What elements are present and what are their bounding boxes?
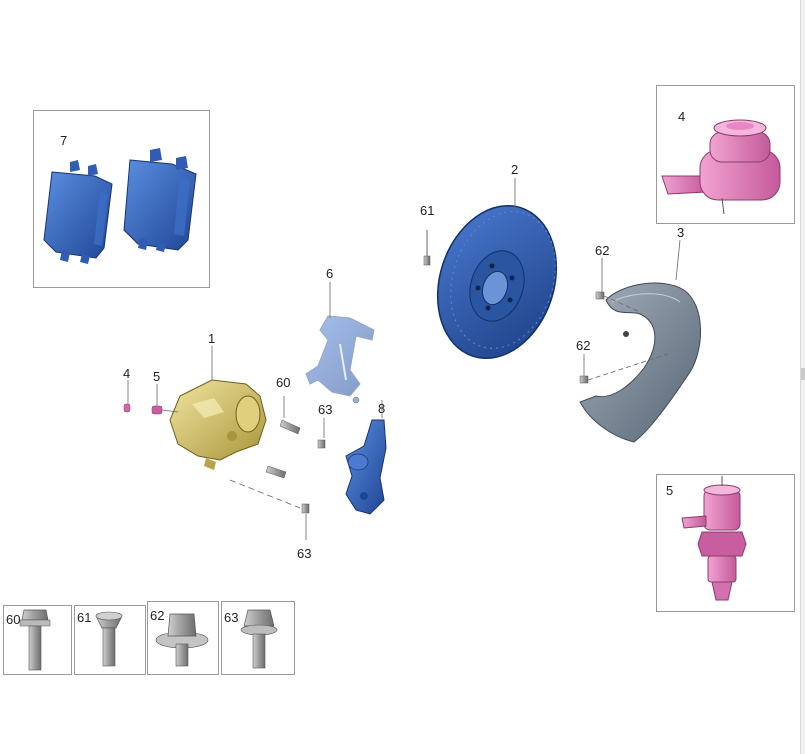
caliper-bracket-part xyxy=(305,315,375,404)
fastener-63-label: 63 xyxy=(224,610,239,625)
cap5-inset-frame xyxy=(656,474,795,612)
caliper-part xyxy=(169,379,267,470)
fastener-62-drawing xyxy=(155,613,209,667)
cap4-inset-frame xyxy=(656,85,795,224)
fastener-63-frame xyxy=(221,601,295,675)
bolt-61-part xyxy=(423,230,431,266)
fastener-61-label: 61 xyxy=(77,610,92,625)
callout-8: 8 xyxy=(378,401,386,416)
callout-5: 5 xyxy=(153,369,161,384)
small-cap-4 xyxy=(123,403,131,413)
callout-62-upper: 62 xyxy=(595,243,610,258)
callout-6: 6 xyxy=(326,266,334,281)
fastener-60-label: 60 xyxy=(6,612,21,627)
pads-inset-frame xyxy=(33,110,210,288)
cap-part-5 xyxy=(681,476,747,601)
scrollbar-grip[interactable] xyxy=(801,368,805,380)
pads-inset-label: 7 xyxy=(60,133,68,148)
bolt-60-part xyxy=(279,396,301,435)
assembly-line xyxy=(229,479,301,509)
callout-63-lower: 63 xyxy=(297,546,312,561)
cap-part-4 xyxy=(661,119,781,215)
callout-60: 60 xyxy=(276,375,291,390)
fastener-63-drawing xyxy=(240,609,278,669)
callout-1: 1 xyxy=(208,331,216,346)
dust-shield-part xyxy=(579,282,701,443)
fastener-61-drawing xyxy=(95,611,123,667)
callout-3: 3 xyxy=(677,225,685,240)
fastener-62-frame xyxy=(147,601,219,675)
bolt-62-part-upper xyxy=(595,291,641,313)
callout-61: 61 xyxy=(420,203,435,218)
fastener-62-label: 62 xyxy=(150,608,165,623)
bolt-60-lower-part xyxy=(265,465,287,479)
bolt-63-lower-part xyxy=(301,503,310,540)
cap4-inset-label: 4 xyxy=(678,109,686,124)
bolt-63-upper-part xyxy=(317,418,326,449)
brake-disc-part xyxy=(436,205,558,359)
brake-pads-part xyxy=(43,148,197,264)
callout-62-lower: 62 xyxy=(576,338,591,353)
cap5-inset-label: 5 xyxy=(666,483,674,498)
fastener-60-frame xyxy=(3,605,72,675)
fastener-61-frame xyxy=(74,605,146,675)
callout-63-upper: 63 xyxy=(318,402,333,417)
callout-2: 2 xyxy=(511,162,519,177)
fastener-60-drawing xyxy=(19,609,51,671)
leader-3 xyxy=(675,239,681,281)
carrier-part-8 xyxy=(345,400,387,515)
callout-4: 4 xyxy=(123,366,131,381)
